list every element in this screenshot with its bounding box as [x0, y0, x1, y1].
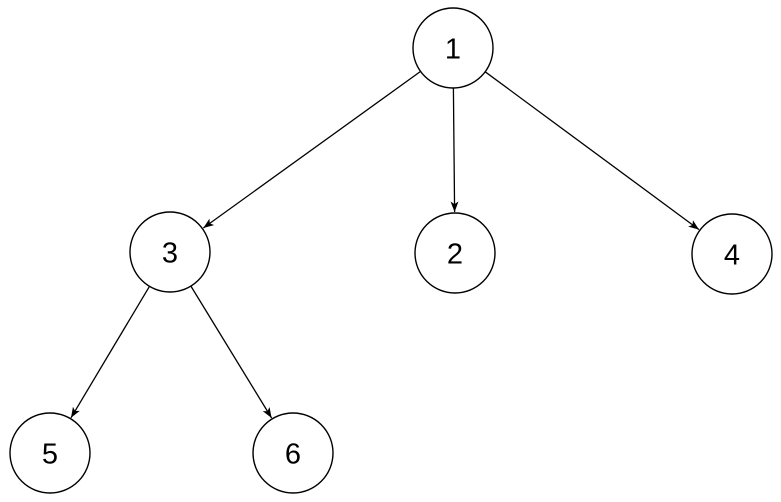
tree-edge-3-5 — [70, 285, 151, 419]
node-circle[interactable] — [691, 213, 773, 295]
node-circle[interactable] — [414, 212, 496, 294]
tree-edge-1-2 — [450, 87, 459, 213]
tree-node-1[interactable]: 1 — [412, 7, 494, 89]
node-circle[interactable] — [412, 7, 494, 89]
tree-node-5[interactable]: 5 — [9, 412, 91, 494]
node-circle[interactable] — [9, 412, 91, 494]
node-label: 6 — [285, 438, 301, 470]
tree-edge-1-3 — [202, 70, 421, 229]
tree-edge-1-4 — [484, 71, 700, 231]
tree-node-6[interactable]: 6 — [252, 412, 334, 494]
node-label: 1 — [445, 33, 461, 65]
node-label: 5 — [42, 438, 58, 470]
tree-node-4[interactable]: 4 — [691, 213, 773, 295]
edges-layer — [70, 70, 700, 419]
node-label: 2 — [447, 238, 463, 270]
node-circle[interactable] — [252, 412, 334, 494]
node-label: 4 — [724, 239, 740, 271]
tree-node-3[interactable]: 3 — [129, 211, 211, 293]
node-label: 3 — [162, 237, 178, 269]
tree-node-2[interactable]: 2 — [414, 212, 496, 294]
node-circle[interactable] — [129, 211, 211, 293]
nodes-layer: 1 2 3 4 5 6 — [9, 7, 773, 494]
tree-edge-3-6 — [190, 285, 273, 419]
